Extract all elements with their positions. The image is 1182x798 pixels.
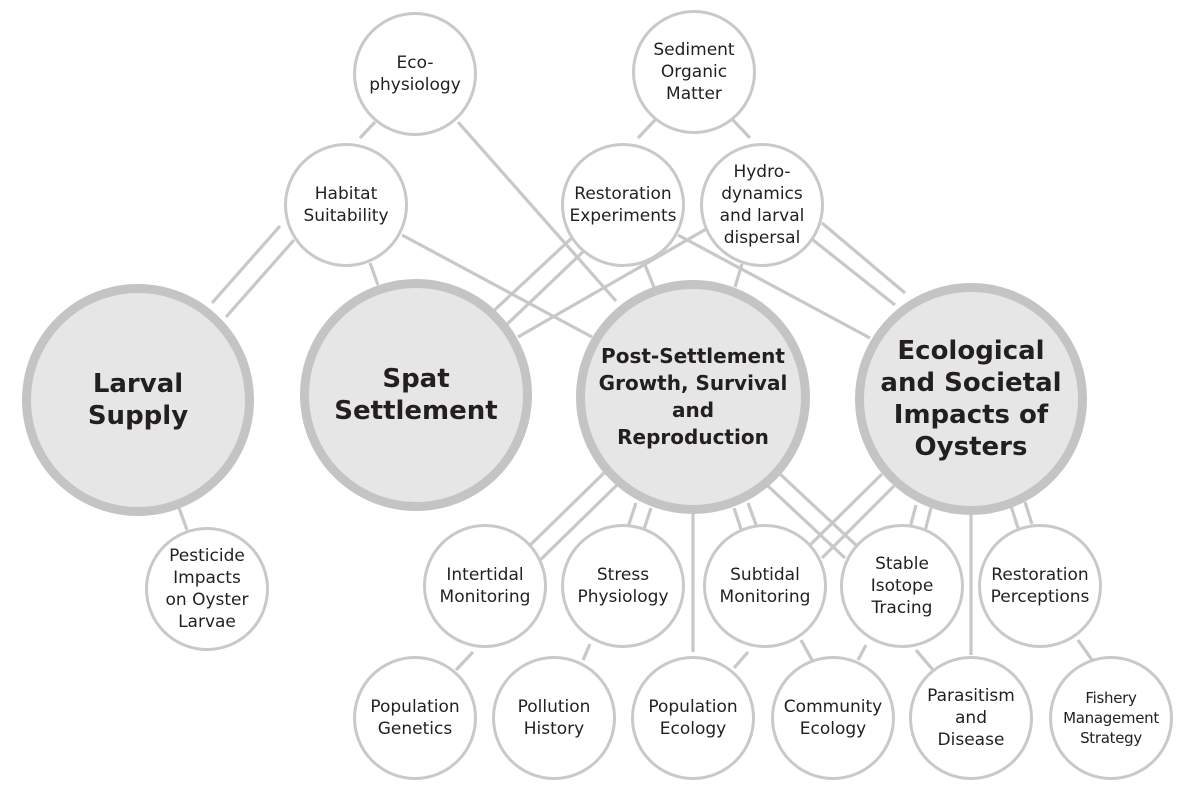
connector-restoration-spat-a <box>484 233 577 320</box>
node-ecophysiology: Eco- physiology <box>353 12 477 136</box>
node-hydrodynamics: Hydro- dynamics and larval dispersal <box>700 143 824 267</box>
connector-larval-pesticide <box>176 504 189 531</box>
node-habitat-suitability: Habitat Suitability <box>284 143 408 267</box>
connector-habitat-larval-a <box>210 224 282 305</box>
node-restoration-experiments: Restoration Experiments <box>561 143 685 267</box>
connector-ecological-perceptions-a <box>1009 505 1020 529</box>
connector-ecophysiology-post <box>456 120 618 303</box>
node-label: Stable Isotope Tracing <box>870 554 934 618</box>
connector-sediment-hydro <box>731 118 752 140</box>
node-stable-isotope-tracing: Stable Isotope Tracing <box>840 524 964 648</box>
node-label: Larval Supply <box>87 369 189 431</box>
node-sediment-organic-matter: Sediment Organic Matter <box>632 10 756 134</box>
connector-post-intertidal-b <box>530 482 620 570</box>
node-pesticide-impacts: Pesticide Impacts on Oyster Larvae <box>145 527 269 651</box>
node-label: Restoration Perceptions <box>990 565 1090 607</box>
node-label: Intertidal Monitoring <box>439 565 531 607</box>
node-label: Sediment Organic Matter <box>653 40 735 104</box>
node-label: Stress Physiology <box>577 565 669 607</box>
node-label: Pesticide Impacts on Oyster Larvae <box>165 546 249 632</box>
node-intertidal-monitoring: Intertidal Monitoring <box>423 524 547 648</box>
connector-intertidal-genetics <box>454 650 475 672</box>
connector-post-intertidal-a <box>518 470 607 557</box>
connector-habitat-spat <box>368 262 380 286</box>
connector-ecological-subtidal-a <box>808 472 884 547</box>
connector-hydro-post <box>733 263 744 288</box>
node-larval-supply: Larval Supply <box>22 284 254 516</box>
connector-hydro-spat <box>517 226 709 339</box>
connector-ecological-subtidal-b <box>820 484 896 560</box>
node-post-settlement: Post-Settlement Growth, Survival and Rep… <box>576 280 810 514</box>
node-label: Parasitism and Disease <box>927 686 1015 750</box>
node-pollution-history: Pollution History <box>492 656 616 780</box>
node-label: Community Ecology <box>783 697 883 739</box>
node-label: Post-Settlement Growth, Survival and Rep… <box>598 344 788 449</box>
connector-restoration-post <box>643 264 656 288</box>
connector-restoration-ecological <box>677 233 871 340</box>
connector-subtidal-community <box>799 639 814 661</box>
connector-ecological-isotope-b <box>923 507 933 532</box>
node-parasitism-disease: Parasitism and Disease <box>909 656 1033 780</box>
connector-habitat-post <box>401 233 593 339</box>
connector-perceptions-fishery <box>1076 639 1094 661</box>
connector-hydro-ecological-b <box>820 221 907 295</box>
node-fishery-management: Fishery Management Strategy <box>1049 656 1173 780</box>
connector-ecological-perceptions-b <box>1023 501 1034 525</box>
connector-isotope-parasitism <box>914 648 935 672</box>
node-label: Fishery Management Strategy <box>1063 689 1159 747</box>
node-label: Pollution History <box>517 697 591 739</box>
connector-hydro-ecological-a <box>807 234 896 307</box>
connector-ecophysiology-habitat <box>358 120 377 140</box>
connector-subtidal-population-ecology <box>732 650 750 670</box>
connector-sediment-restoration <box>636 118 657 140</box>
node-spat-settlement: Spat Settlement <box>300 279 532 511</box>
node-label: Population Ecology <box>648 697 738 739</box>
connector-isotope-community <box>856 644 868 661</box>
node-label: Subtidal Monitoring <box>719 565 811 607</box>
node-label: Restoration Experiments <box>569 184 677 226</box>
node-stress-physiology: Stress Physiology <box>561 524 685 648</box>
connector-restoration-spat-b <box>498 245 590 333</box>
node-label: Population Genetics <box>370 697 460 739</box>
connector-habitat-larval-b <box>224 238 296 319</box>
node-population-genetics: Population Genetics <box>353 656 477 780</box>
node-restoration-perceptions: Restoration Perceptions <box>978 524 1102 648</box>
node-subtidal-monitoring: Subtidal Monitoring <box>703 524 827 648</box>
node-label: Spat Settlement <box>334 364 498 426</box>
connector-stress-pollution <box>581 643 592 661</box>
node-population-ecology: Population Ecology <box>631 656 755 780</box>
node-ecological-impacts: Ecological and Societal Impacts of Oyste… <box>855 283 1087 515</box>
node-label: Habitat Suitability <box>303 184 389 226</box>
node-label: Hydro- dynamics and larval dispersal <box>719 162 805 248</box>
node-label: Eco- physiology <box>369 53 461 95</box>
node-label: Ecological and Societal Impacts of Oyste… <box>880 336 1062 462</box>
node-community-ecology: Community Ecology <box>771 656 895 780</box>
